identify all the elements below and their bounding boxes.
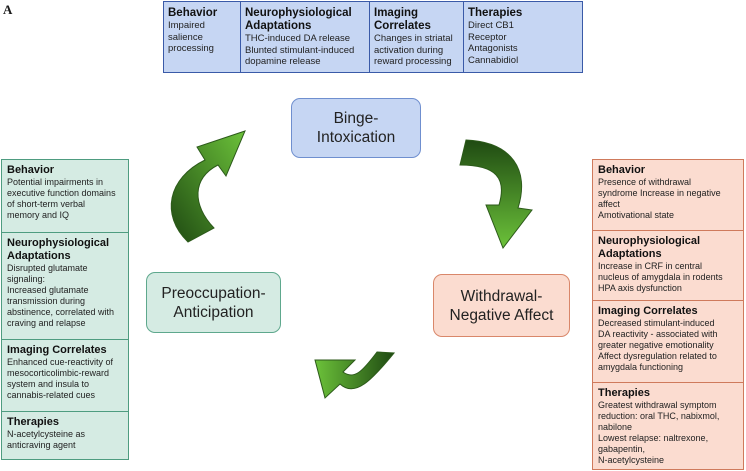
top-therapies-cell: Therapies Direct CB1 Receptor Antagonist… [464, 2, 582, 72]
arrow-to-preoccupation [314, 351, 396, 399]
left-imaging-section: Imaging Correlates Enhanced cue-reactivi… [2, 340, 128, 412]
right-behavior-section: Behavior Presence of withdrawal syndrome… [593, 160, 743, 231]
left-therapies-heading: Therapies [7, 416, 59, 428]
top-neuro-body: THC-induced DA release Blunted stimulant… [245, 33, 355, 67]
right-imaging-section: Imaging Correlates Decreased stimulant-i… [593, 301, 743, 383]
top-therapies-heading: Therapies [468, 7, 523, 19]
top-imaging-cell: Imaging Correlates Changes in striatal a… [370, 2, 464, 72]
right-behavior-body: Presence of withdrawal syndrome Increase… [598, 177, 721, 220]
arrow-to-binge [170, 130, 246, 243]
top-behavior-cell: Behavior Impaired salience processing [164, 2, 241, 72]
left-neuro-body: Disrupted glutamate signaling: Increased… [7, 263, 115, 328]
stage-binge-intoxication: Binge- Intoxication [291, 98, 421, 158]
left-neuro-section: Neurophysiological Adaptations Disrupted… [2, 233, 128, 340]
withdrawal-details-panel: Behavior Presence of withdrawal syndrome… [592, 159, 744, 470]
panel-label: A [3, 2, 13, 17]
binge-details-panel: Behavior Impaired salience processing Ne… [163, 1, 583, 73]
stage-withdrawal-negative-affect: Withdrawal- Negative Affect [433, 274, 570, 337]
right-imaging-heading: Imaging Correlates [598, 305, 698, 317]
right-therapies-heading: Therapies [598, 387, 650, 399]
left-behavior-body: Potential impairments in executive funct… [7, 177, 116, 220]
stage-preoccupation-anticipation: Preoccupation- Anticipation [146, 272, 281, 333]
right-behavior-heading: Behavior [598, 164, 646, 176]
arrow-to-withdrawal [459, 139, 533, 250]
right-therapies-section: Therapies Greatest withdrawal symptom re… [593, 383, 743, 469]
right-therapies-body: Greatest withdrawal symptom reduction: o… [598, 400, 720, 465]
left-behavior-heading: Behavior [7, 164, 55, 176]
right-neuro-section: Neurophysiological Adaptations Increase … [593, 231, 743, 301]
left-therapies-section: Therapies N-acetylcysteine as anticravin… [2, 412, 128, 454]
left-neuro-heading: Neurophysiological Adaptations [7, 237, 110, 262]
top-imaging-body: Changes in striatal activation during re… [374, 33, 453, 67]
left-imaging-body: Enhanced cue-reactivity of mesocorticoli… [7, 357, 114, 400]
left-therapies-body: N-acetylcysteine as anticraving agent [7, 429, 86, 450]
top-neuro-cell: Neurophysiological Adaptations THC-induc… [241, 2, 370, 72]
top-neuro-heading: Neurophysiological Adaptations [245, 7, 352, 32]
right-imaging-body: Decreased stimulant-induced DA reactivit… [598, 318, 718, 372]
top-behavior-body: Impaired salience processing [168, 20, 214, 54]
top-imaging-heading: Imaging Correlates [374, 7, 431, 32]
left-imaging-heading: Imaging Correlates [7, 344, 107, 356]
right-neuro-heading: Neurophysiological Adaptations [598, 235, 701, 260]
left-behavior-section: Behavior Potential impairments in execut… [2, 160, 128, 233]
preoccupation-details-panel: Behavior Potential impairments in execut… [1, 159, 129, 460]
top-behavior-heading: Behavior [168, 7, 218, 19]
right-neuro-body: Increase in CRF in central nucleus of am… [598, 261, 723, 293]
top-therapies-body: Direct CB1 Receptor Antagonists Cannabid… [468, 20, 519, 66]
